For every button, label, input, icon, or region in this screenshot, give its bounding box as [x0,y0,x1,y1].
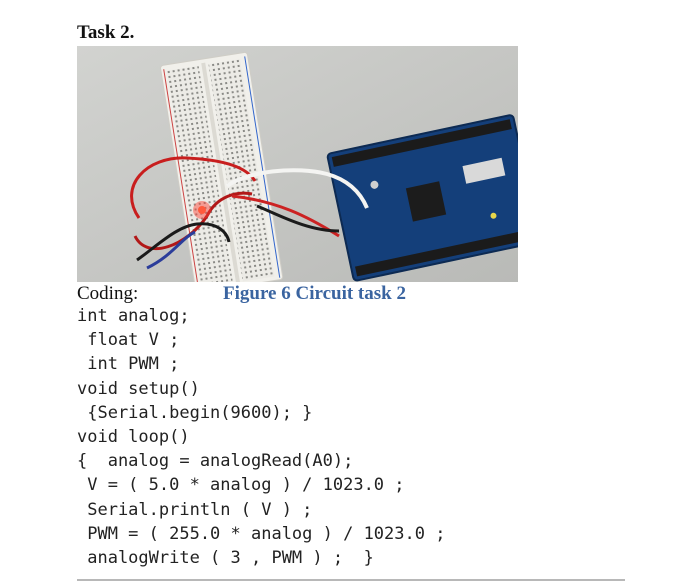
code-line: float V ; [77,330,180,351]
arduino-board [326,114,518,282]
code-line: int PWM ; [77,354,180,375]
code-line: Serial.println ( V ) ; [77,499,313,520]
coding-label: Coding: [77,283,139,304]
circuit-photo [77,46,518,282]
code-line: analogWrite ( 3 , PWM ) ; } [77,548,374,569]
code-line: int analog; [77,306,190,326]
code-line: {Serial.begin(9600); } [77,402,313,423]
divider [77,579,625,581]
code-line: PWM = ( 255.0 * analog ) / 1023.0 ; [77,523,446,544]
code-line: { analog = analogRead(A0); [77,451,354,472]
code-line: V = ( 5.0 * analog ) / 1023.0 ; [77,475,405,496]
figure-caption: Figure 6 Circuit task 2 [223,283,406,304]
code-line: void loop() [77,427,190,448]
task-heading: Task 2. [77,22,135,43]
circuit-image [77,46,518,282]
code-line: void setup() [77,378,200,399]
code-block: int analog; float V ; int PWM ; void setu… [77,304,445,570]
